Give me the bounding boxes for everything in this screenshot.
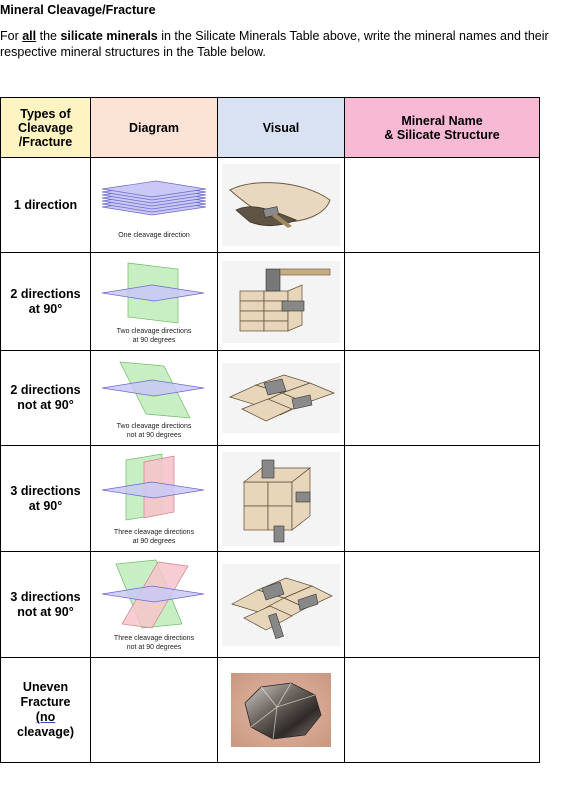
- mineral-answer-cell[interactable]: [344, 445, 540, 552]
- instructions: For all the silicate minerals in the Sil…: [0, 28, 582, 60]
- header-mineral: Mineral Name& Silicate Structure: [344, 97, 540, 158]
- two-directions-not-90-visual: [222, 363, 340, 433]
- visual-cell: [217, 350, 345, 446]
- visual-cell: [217, 551, 345, 658]
- three-directions-90-visual: [222, 451, 340, 546]
- visual-cell: [217, 157, 345, 253]
- two-directions-90-visual: [222, 260, 340, 343]
- diagram-cell: One cleavage direction: [90, 157, 218, 253]
- instructions-line-1: For all the silicate minerals in the Sil…: [0, 29, 549, 43]
- diagram-cell: [90, 657, 218, 763]
- mica-visual: [222, 164, 340, 246]
- visual-cell: [217, 445, 345, 552]
- page-title: Mineral Cleavage/Fracture: [0, 3, 156, 17]
- two-directions-not-90-diagram: [101, 361, 205, 419]
- visual-cell: [217, 252, 345, 351]
- three-directions-not-90-visual: [222, 563, 340, 646]
- mineral-answer-cell[interactable]: [344, 157, 540, 253]
- two-directions-90-diagram: [101, 262, 205, 323]
- header-diagram: Diagram: [90, 97, 218, 158]
- mineral-answer-cell[interactable]: [344, 657, 540, 763]
- mineral-answer-cell[interactable]: [344, 350, 540, 446]
- instructions-line-2: respective mineral structures in the Tab…: [0, 45, 266, 59]
- three-directions-90-diagram: [101, 453, 205, 520]
- mineral-answer-cell[interactable]: [344, 252, 540, 351]
- header-visual: Visual: [217, 97, 345, 158]
- quartz-visual: [231, 673, 331, 747]
- table-row: 1 direction One cleavage direction: [0, 157, 540, 253]
- visual-cell: [217, 657, 345, 763]
- mineral-answer-cell[interactable]: [344, 551, 540, 658]
- diagram-caption: One cleavage direction: [118, 231, 190, 239]
- one-direction-diagram: [101, 180, 207, 215]
- type-cell: 1 direction: [0, 157, 91, 253]
- three-directions-not-90-diagram: [101, 559, 205, 628]
